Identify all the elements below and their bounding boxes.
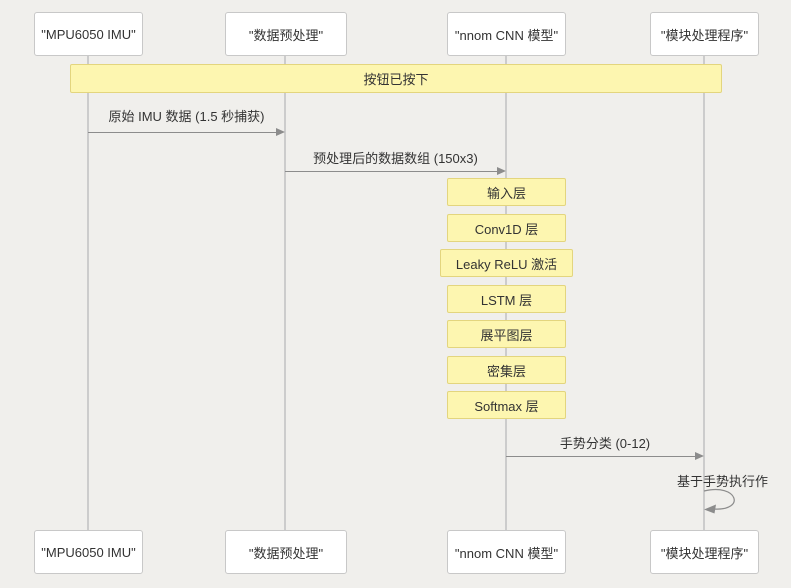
note-dense-layer: 密集层: [447, 356, 566, 384]
actor-top-mpu6050-imu: "MPU6050 IMU": [34, 12, 143, 56]
actor-top-preprocessing: "数据预处理": [225, 12, 347, 56]
lifeline-mpu6050-imu: [87, 56, 89, 530]
note-lstm-layer: LSTM 层: [447, 285, 566, 313]
note-leaky-relu: Leaky ReLU 激活: [440, 249, 573, 277]
message-label-act-on-gesture: 基于手势执行作: [676, 474, 768, 489]
message-label-preprocessed-array: 预处理后的数据数组 (150x3): [313, 151, 478, 166]
actor-bottom-handler: "模块处理程序": [650, 530, 759, 574]
note-softmax-layer: Softmax 层: [447, 391, 566, 419]
arrowhead-right-icon: [497, 167, 506, 175]
self-message-loop-arrow: [703, 489, 735, 514]
actor-top-handler: "模块处理程序": [650, 12, 759, 56]
note-flatten-layer: 展平图层: [447, 320, 566, 348]
arrowhead-right-icon: [695, 452, 704, 460]
message-label-gesture-classification: 手势分类 (0-12): [559, 436, 651, 451]
message-arrow-raw-imu-data: [88, 132, 278, 133]
note-input-layer: 输入层: [447, 178, 566, 206]
message-label-raw-imu-data: 原始 IMU 数据 (1.5 秒捕获): [108, 109, 265, 124]
note-conv1d-layer: Conv1D 层: [447, 214, 566, 242]
message-arrow-preprocessed-array: [285, 171, 499, 172]
actor-bottom-nnom-cnn: "nnom CNN 模型": [447, 530, 566, 574]
actor-bottom-mpu6050-imu: "MPU6050 IMU": [34, 530, 143, 574]
message-arrow-gesture-classification: [506, 456, 697, 457]
lifeline-handler: [703, 56, 705, 530]
note-button-pressed: 按钮已按下: [70, 64, 722, 93]
arrowhead-right-icon: [276, 128, 285, 136]
actor-top-nnom-cnn: "nnom CNN 模型": [447, 12, 566, 56]
actor-bottom-preprocessing: "数据预处理": [225, 530, 347, 574]
lifeline-preprocessing: [284, 56, 286, 530]
